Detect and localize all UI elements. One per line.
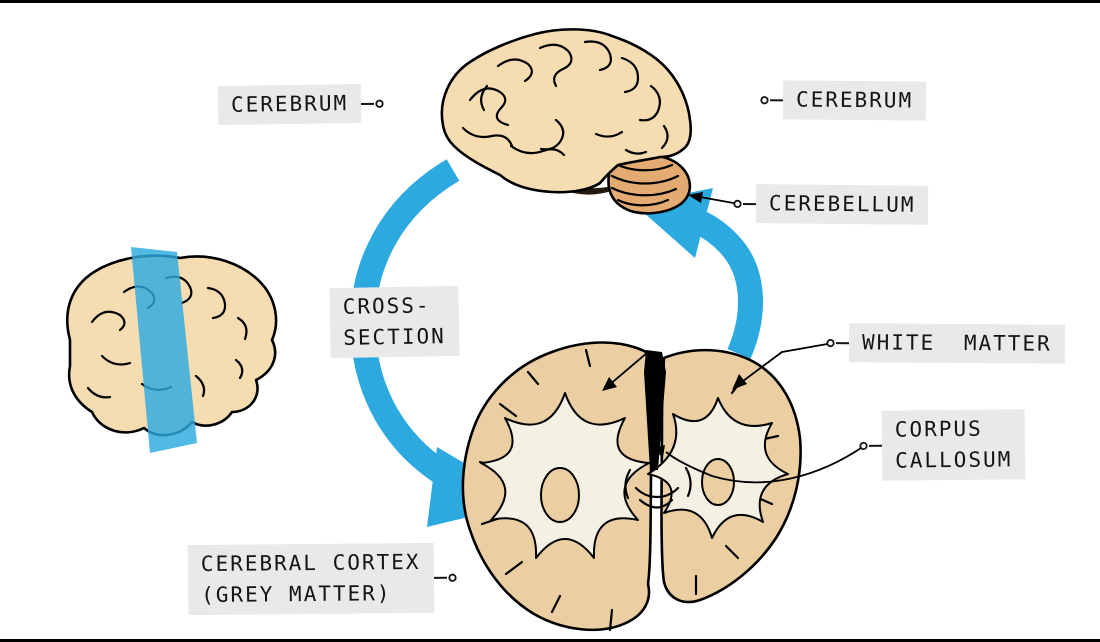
- sectioned-brain-illustration: [66, 247, 278, 453]
- tag-string-icon: [859, 441, 883, 451]
- label-cerebrum-right: CEREBRUM: [760, 80, 927, 121]
- cross-section-plane: [131, 247, 197, 453]
- label-text: CEREBRUM: [230, 91, 349, 117]
- longitudinal-fissure: [644, 350, 666, 470]
- label-text: CALLOSUM: [895, 447, 1013, 473]
- cerebellum-ridge: [616, 163, 674, 172]
- basal-nuclei-right: [701, 458, 735, 506]
- label-corpus-callosum: CORPUS CALLOSUM: [859, 409, 1026, 481]
- cerebellum-ridge: [616, 198, 670, 207]
- label-cross-section: CROSS- SECTION: [329, 285, 460, 359]
- basal-nuclei-left: [540, 467, 580, 523]
- gyri-line: [624, 148, 648, 155]
- cerebellum-leader-line: [699, 196, 740, 205]
- gyri-line: [638, 84, 661, 122]
- label-text: CEREBRUM: [795, 87, 914, 113]
- cerebellum-pointer: [688, 192, 740, 205]
- gyri-line: [509, 144, 566, 157]
- cerebellum-arrowhead: [688, 192, 703, 203]
- whole-brain-illustration: [440, 28, 693, 215]
- label-text: (GREY MATTER): [201, 581, 392, 607]
- corpus-callosum-pointer: [650, 445, 865, 484]
- blue-arc-right: [691, 209, 763, 359]
- tag-string-icon: [433, 573, 457, 582]
- label-cerebral-cortex: CEREBRAL CORTEX (GREY MATTER): [187, 542, 457, 616]
- white-matter-arrowhead: [602, 377, 617, 391]
- label-text: CEREBELLUM: [768, 191, 916, 217]
- sulcus-tick: [526, 370, 540, 386]
- tag-string-icon: [760, 95, 784, 104]
- bottom-frame-line: [0, 639, 1100, 642]
- gyri-line: [594, 130, 624, 138]
- sulcus-tick: [608, 608, 614, 632]
- label-text: CROSS-: [342, 293, 431, 319]
- label-text: CEREBRAL CORTEX: [200, 550, 421, 576]
- gyri-line: [90, 310, 126, 332]
- gyri-line: [194, 374, 206, 398]
- sulcus-tick: [498, 402, 518, 418]
- sulcus-tick: [550, 594, 562, 614]
- label-white-matter: WHITE MATTER: [826, 323, 1065, 364]
- cerebellum-ridges: [610, 163, 680, 207]
- gyri-line: [538, 43, 573, 88]
- top-frame-line: [0, 0, 1100, 3]
- gyri-line: [234, 358, 244, 380]
- label-cerebrum-side-view: CEREBRUM: [217, 84, 384, 125]
- gyri-line: [100, 354, 132, 366]
- label-text: SECTION: [343, 324, 446, 350]
- gyri-line: [480, 84, 489, 112]
- sulcus-tick: [584, 348, 592, 368]
- label-cerebellum: CEREBELLUM: [733, 184, 929, 225]
- tag-string-icon: [361, 99, 384, 108]
- gyri-line: [206, 286, 227, 320]
- corpus-callosum-bridge: [634, 486, 680, 499]
- sulcus-tick: [504, 560, 524, 576]
- gyri-line: [236, 316, 248, 341]
- tag-string-icon: [733, 199, 757, 208]
- tag-string-icon: [826, 338, 850, 347]
- label-text: CORPUS: [894, 416, 983, 442]
- label-text: WHITE MATTER: [861, 330, 1052, 356]
- cerebellum-ridge: [610, 186, 678, 197]
- white-matter-pointer: [602, 342, 834, 391]
- gyri-line: [496, 58, 533, 83]
- coronal-section-illustration: [461, 341, 802, 632]
- white-matter-arrowhead: [732, 374, 747, 390]
- gyri-line: [583, 40, 612, 72]
- cerebellum-ridge: [610, 174, 680, 185]
- white-matter-leader-line: [738, 342, 834, 385]
- white-matter-leader-line: [607, 351, 649, 387]
- gyri-line: [539, 118, 565, 151]
- corpus-callosum-bridge: [638, 498, 674, 509]
- corpus-callosum-leader-line: [665, 445, 865, 484]
- ventricle-slit: [684, 466, 692, 498]
- gyri-line: [86, 386, 112, 399]
- corpus-callosum-arrowhead: [650, 445, 665, 457]
- cerebrum-gyri: [461, 40, 669, 157]
- sulcus-tick: [724, 544, 740, 560]
- gyri-line: [660, 124, 669, 150]
- gyri-line: [620, 56, 640, 94]
- gyri-line: [461, 126, 514, 148]
- ventricle-slit: [624, 468, 632, 500]
